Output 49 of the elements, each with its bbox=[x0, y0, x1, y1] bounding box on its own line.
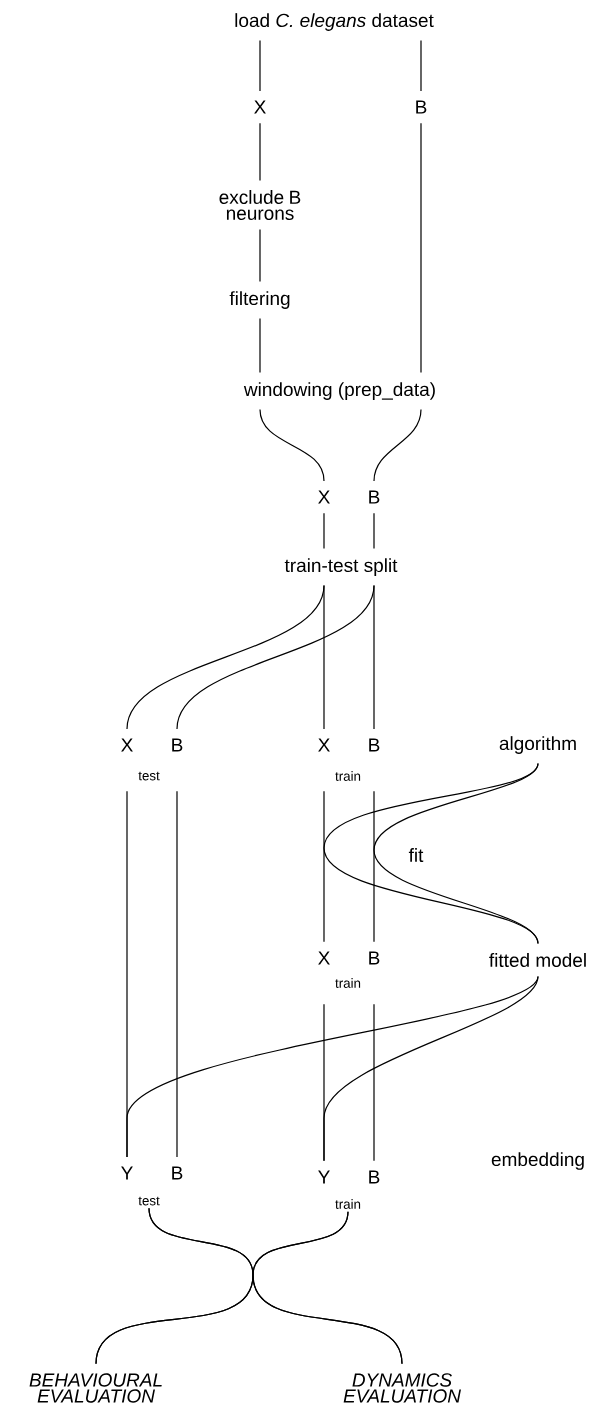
variable-label: X bbox=[318, 490, 330, 504]
variable-label: X bbox=[121, 738, 133, 752]
connector-line bbox=[373, 512, 375, 550]
subset-label: test bbox=[138, 1196, 160, 1206]
variable-label: B bbox=[369, 738, 380, 752]
connector-line bbox=[259, 122, 261, 182]
variable-label: B bbox=[416, 100, 427, 114]
connector-line bbox=[373, 790, 375, 943]
step-label: fitted model bbox=[489, 953, 586, 967]
variable-label: B bbox=[172, 1166, 183, 1180]
step-label: embedding bbox=[491, 1152, 584, 1170]
step-label: fit bbox=[408, 848, 424, 862]
variable-label: X bbox=[254, 100, 266, 114]
step-label: load C. elegans dataset bbox=[235, 13, 434, 31]
connector-line bbox=[259, 229, 261, 283]
connector-line bbox=[259, 39, 261, 92]
subset-label: train bbox=[335, 1199, 361, 1209]
connector-line bbox=[373, 762, 539, 945]
connector-line bbox=[323, 976, 539, 1162]
variable-label: B bbox=[172, 738, 183, 752]
variable-label: Y bbox=[318, 1170, 330, 1184]
variable-label: X bbox=[318, 951, 330, 965]
connector-line bbox=[323, 790, 325, 943]
variable-label: B bbox=[369, 1170, 380, 1184]
subset-label: test bbox=[138, 771, 160, 781]
connector-line bbox=[373, 584, 375, 730]
connector-line bbox=[176, 790, 178, 1158]
connector-line bbox=[373, 1003, 375, 1162]
step-label: train-test split bbox=[284, 558, 398, 576]
connector-line bbox=[373, 408, 422, 482]
step-label: filtering bbox=[229, 291, 290, 309]
connector-line bbox=[420, 39, 422, 92]
variable-label: B bbox=[369, 490, 380, 504]
connector-line bbox=[420, 122, 422, 374]
variable-label: X bbox=[318, 738, 330, 752]
step-label: windowing (prep_data) bbox=[243, 382, 435, 400]
connector-line bbox=[259, 408, 325, 482]
connector-line bbox=[252, 1211, 403, 1365]
outcome-label: DYNAMICS EVALUATION bbox=[343, 1373, 461, 1403]
outcome-label: BEHAVIOURAL EVALUATION bbox=[29, 1373, 162, 1403]
variable-label: B bbox=[369, 951, 380, 965]
subset-label: train bbox=[335, 978, 361, 988]
step-label: exclude B neurons bbox=[219, 190, 301, 220]
variable-label: Y bbox=[121, 1166, 133, 1180]
connector-line bbox=[323, 584, 325, 730]
subset-label: train bbox=[335, 771, 361, 781]
connector-line bbox=[259, 317, 261, 374]
connector-line bbox=[323, 512, 325, 550]
step-label: algorithm bbox=[499, 736, 576, 754]
